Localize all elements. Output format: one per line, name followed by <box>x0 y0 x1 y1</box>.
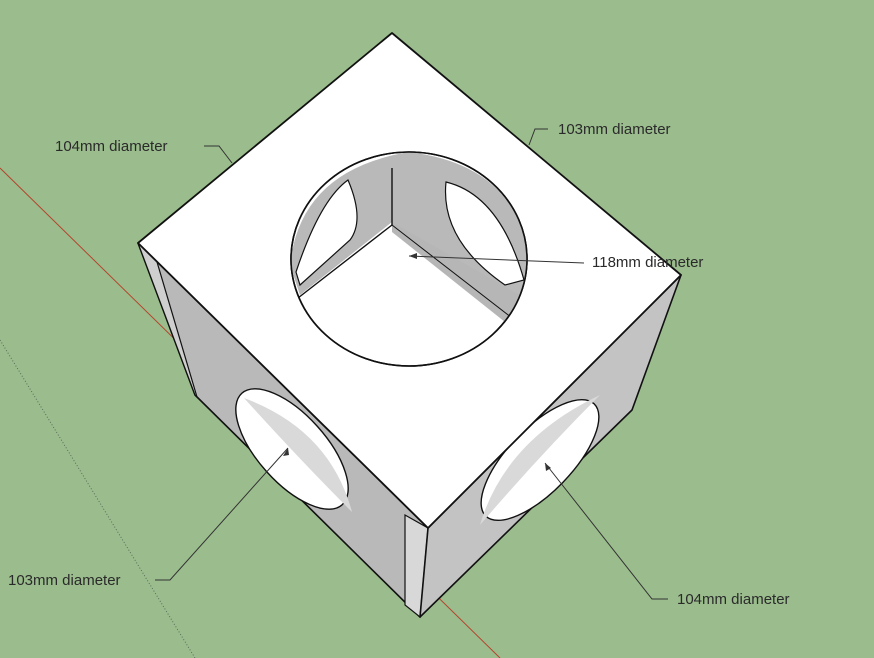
callout-label-top-left[interactable]: 104mm diameter <box>55 138 168 155</box>
leader-lines <box>155 128 668 600</box>
leader-line-right-hole <box>544 462 668 600</box>
dotted-guide-line <box>0 339 196 658</box>
left-hole-inner-shadow <box>244 398 352 512</box>
callout-label-left-hole[interactable]: 103mm diameter <box>8 572 121 589</box>
leader-arrow-left-hole <box>283 448 289 456</box>
leader-line-left-hole <box>155 447 289 581</box>
callout-label-top-hole[interactable]: 118mm diameter <box>592 254 704 271</box>
callout-label-top-right[interactable]: 103mm diameter <box>558 121 671 138</box>
leader-arrow-right-hole <box>545 463 551 471</box>
leader-line-top-hole <box>408 255 585 264</box>
top-hole-floor-edge-right <box>391 224 513 319</box>
top-face-hole-rim <box>290 151 528 367</box>
leader-line-top-right <box>528 128 548 146</box>
leader-line-top-left <box>204 145 233 164</box>
top-hole-right-opening <box>444 181 525 286</box>
top-hole-left-opening <box>295 179 358 287</box>
callout-label-right-hole[interactable]: 104mm diameter <box>677 591 790 608</box>
top-hole-floor-shadow <box>392 222 527 330</box>
top-hole-floor-edge-left <box>297 224 393 299</box>
leader-arrow-top-hole <box>409 253 417 259</box>
